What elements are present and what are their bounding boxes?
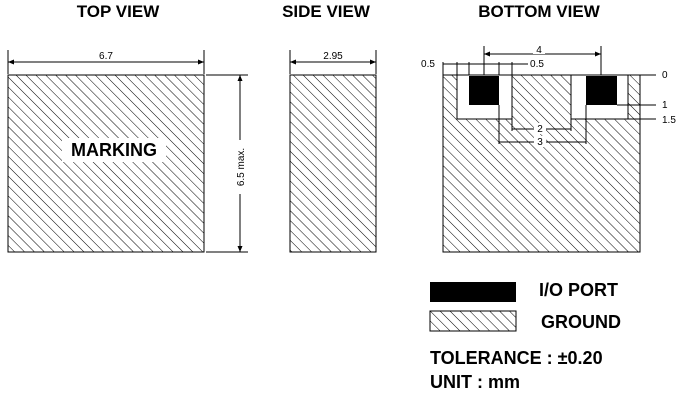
inner-2-label: 2 bbox=[537, 124, 543, 135]
io-port-swatch bbox=[430, 282, 516, 302]
top-width-label: 6.7 bbox=[99, 51, 113, 62]
unit-note: UNIT : mm bbox=[430, 372, 520, 392]
io-port-legend-label: I/O PORT bbox=[539, 280, 618, 300]
pitch-4-label: 4 bbox=[536, 45, 542, 56]
ground-swatch bbox=[429, 310, 517, 332]
ground-legend-label: GROUND bbox=[541, 312, 621, 332]
legend: I/O PORT GROUND bbox=[429, 280, 621, 332]
inner-2-dimension: 2 bbox=[511, 119, 572, 135]
level-1-label: 1 bbox=[662, 100, 668, 111]
level-0-label: 0 bbox=[662, 70, 668, 81]
side-width-dimension: 2.95 bbox=[289, 49, 377, 74]
pitch-4-dimension: 4 bbox=[483, 43, 602, 75]
marking-label-bg bbox=[62, 138, 166, 162]
side-view-body bbox=[289, 74, 377, 253]
top-height-dimension: 6.5 max. bbox=[206, 74, 248, 253]
right-05-label: 0.5 bbox=[530, 59, 544, 70]
top-height-label: 6.5 max. bbox=[236, 148, 247, 186]
inner-3-label: 3 bbox=[537, 137, 543, 148]
level-dimensions: 0 1 1.5 bbox=[617, 70, 676, 126]
tolerance-note: TOLERANCE : ±0.20 bbox=[430, 348, 603, 368]
bottom-view-title: BOTTOM VIEW bbox=[478, 2, 600, 21]
inner-3-dimension: 3 bbox=[498, 105, 587, 148]
left-05-label: 0.5 bbox=[421, 59, 435, 70]
left-io-port bbox=[469, 76, 499, 105]
offset-05-dimensions: 0.5 0.5 bbox=[421, 59, 544, 75]
level-15-label: 1.5 bbox=[662, 115, 676, 126]
right-io-port bbox=[586, 76, 617, 105]
top-width-dimension: 6.7 bbox=[7, 49, 205, 74]
side-width-label: 2.95 bbox=[323, 51, 343, 62]
bottom-view: BOTTOM VIEW 4 0.5 bbox=[421, 2, 676, 253]
top-view-body bbox=[7, 74, 205, 253]
marking-label: MARKING bbox=[71, 140, 157, 160]
top-view-title: TOP VIEW bbox=[77, 2, 160, 21]
top-view: TOP VIEW 6.7 MARKING 6.5 max. bbox=[7, 2, 248, 253]
notes: TOLERANCE : ±0.20 UNIT : mm bbox=[430, 348, 603, 392]
side-view-title: SIDE VIEW bbox=[282, 2, 371, 21]
side-view: SIDE VIEW 2.95 bbox=[282, 2, 377, 253]
